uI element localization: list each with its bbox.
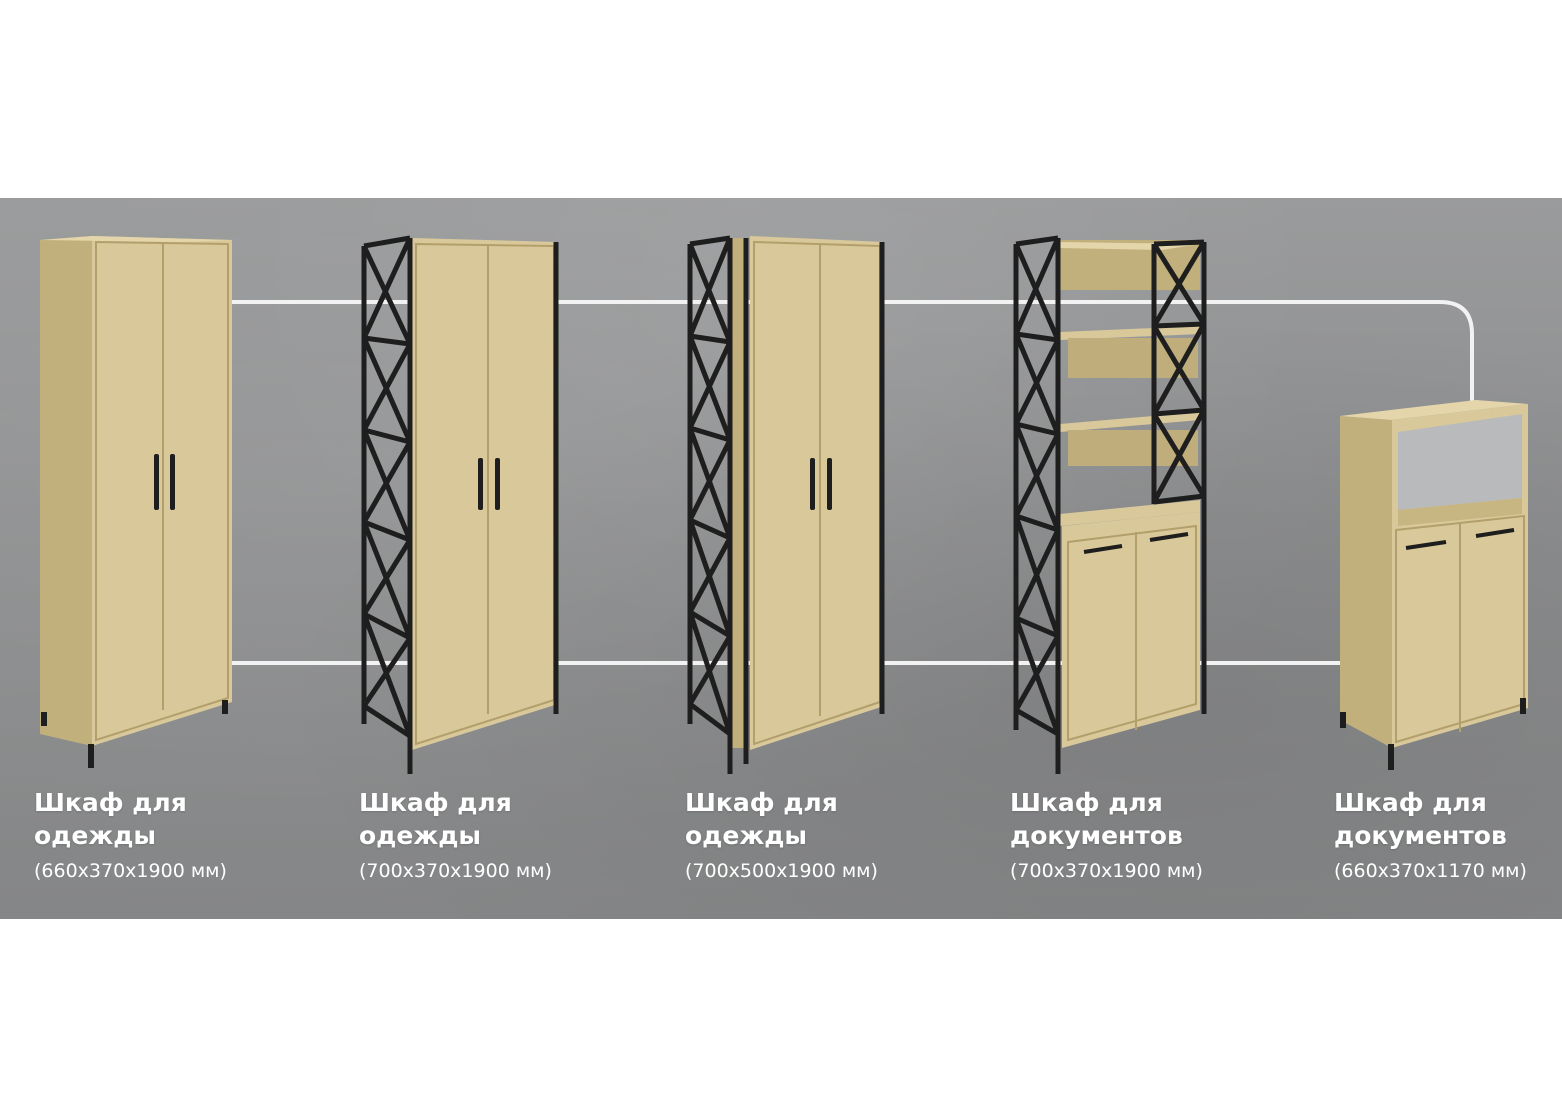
product-wardrobe-deep[interactable]: Шкаф для одежды (700х500х1900 мм) (685, 234, 896, 882)
bookcase-illustration (1013, 235, 1207, 774)
wardrobe-frame-illustration (361, 235, 559, 774)
cabinet-low-illustration (1340, 400, 1528, 770)
product-name: Шкаф для одежды (359, 788, 512, 850)
product-name: Шкаф для документов (1334, 788, 1507, 850)
wardrobe-plain-illustration (40, 236, 232, 768)
product-dimensions: (700х370х1900 мм) (1010, 860, 1203, 882)
product-wardrobe-frame[interactable]: Шкаф для одежды (700х370х1900 мм) (359, 234, 570, 882)
wardrobe-deep-illustration (687, 235, 885, 774)
product-caption: Шкаф для одежды (700х370х1900 мм) (359, 786, 552, 882)
product-wardrobe-plain[interactable]: Шкаф для одежды (660х370х1900 мм) (34, 234, 236, 882)
product-name: Шкаф для документов (1010, 788, 1183, 850)
product-name: Шкаф для одежды (685, 788, 838, 850)
product-banner: Шкаф для одежды (660х370х1900 мм) (0, 198, 1562, 919)
product-dimensions: (700х500х1900 мм) (685, 860, 878, 882)
product-name: Шкаф для одежды (34, 788, 187, 850)
product-dimensions: (700х370х1900 мм) (359, 860, 552, 882)
product-cabinet-low[interactable]: Шкаф для документов (660х370х1170 мм) (1334, 398, 1536, 882)
product-dimensions: (660х370х1900 мм) (34, 860, 227, 882)
product-caption: Шкаф для одежды (700х500х1900 мм) (685, 786, 878, 882)
product-bookcase[interactable]: Шкаф для документов (700х370х1900 мм) (1010, 234, 1212, 882)
product-caption: Шкаф для документов (700х370х1900 мм) (1010, 786, 1203, 882)
product-caption: Шкаф для одежды (660х370х1900 мм) (34, 786, 227, 882)
product-caption: Шкаф для документов (660х370х1170 мм) (1334, 786, 1527, 882)
product-dimensions: (660х370х1170 мм) (1334, 860, 1527, 882)
